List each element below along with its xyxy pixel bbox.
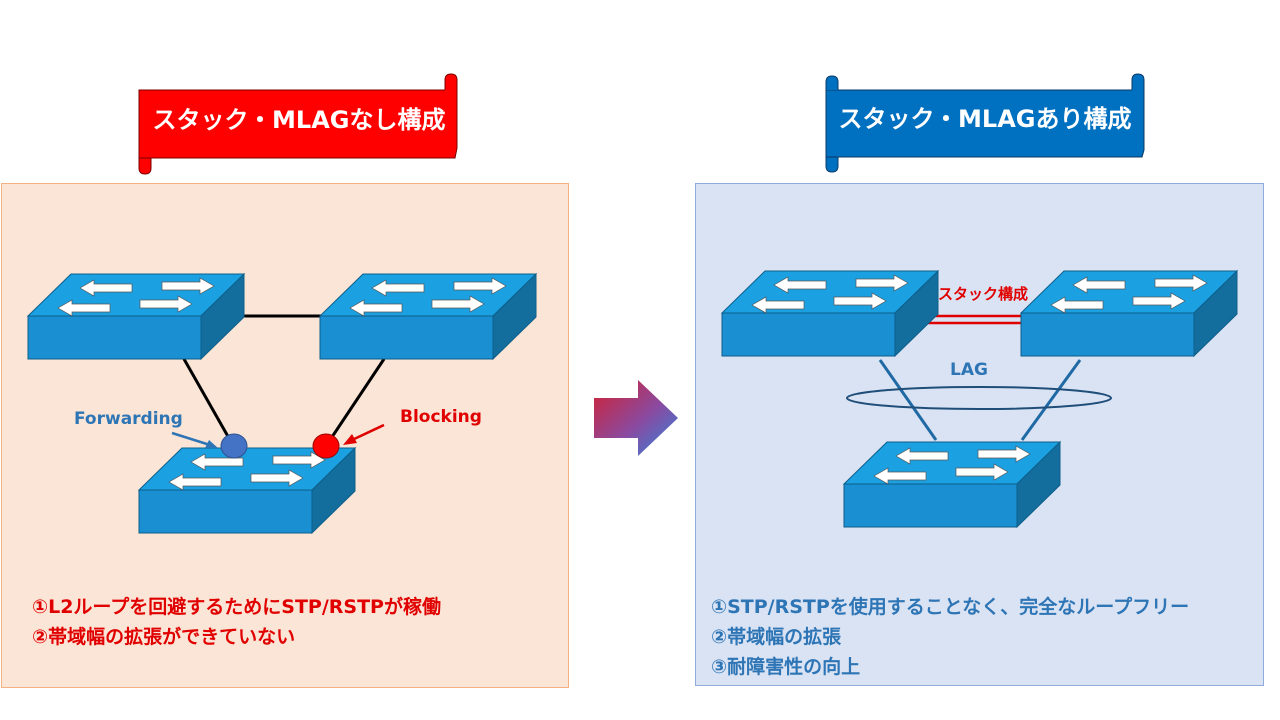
lag-ring-icon bbox=[846, 386, 1112, 410]
right-note-item: ③耐障害性の向上 bbox=[711, 656, 861, 678]
right-title: スタック・MLAGあり構成 bbox=[838, 105, 1132, 133]
left-config-panel bbox=[1, 183, 569, 688]
lag-label: LAG bbox=[950, 360, 988, 380]
right-notes: ①STP/RSTPを使用することなく、完全なループフリー ②帯域幅の拡張 ③耐障… bbox=[711, 592, 1189, 682]
switch-left-top bbox=[27, 273, 245, 360]
left-title-banner bbox=[138, 73, 458, 175]
left-note-item: ①L2ループを回避するためにSTP/RSTPが稼働 bbox=[32, 596, 441, 618]
lag-link-right bbox=[1020, 359, 1082, 441]
right-config-panel bbox=[695, 183, 1264, 686]
stack-label: スタック構成 bbox=[938, 285, 1029, 303]
blocking-label: Blocking bbox=[400, 407, 482, 427]
switch-bottom-left bbox=[138, 447, 356, 534]
right-note-item: ①STP/RSTPを使用することなく、完全なループフリー bbox=[711, 596, 1190, 618]
forwarding-port-icon bbox=[220, 433, 248, 459]
switch-stack-left bbox=[721, 270, 939, 357]
forwarding-pointer-icon bbox=[171, 431, 218, 448]
link-right bbox=[328, 358, 386, 441]
right-title-banner bbox=[825, 73, 1145, 173]
switch-stack-right bbox=[1020, 270, 1238, 357]
left-note-item: ②帯域幅の拡張ができていない bbox=[32, 626, 296, 648]
switch-right-top bbox=[319, 273, 537, 360]
right-note-item: ②帯域幅の拡張 bbox=[711, 626, 842, 648]
left-title: スタック・MLAGなし構成 bbox=[152, 106, 446, 134]
link-left bbox=[182, 358, 232, 441]
blocking-port-icon bbox=[312, 433, 340, 459]
transition-arrow-icon bbox=[594, 380, 678, 456]
forwarding-label: Forwarding bbox=[74, 409, 183, 429]
switch-bottom-right bbox=[843, 441, 1061, 528]
left-notes: ①L2ループを回避するためにSTP/RSTPが稼働 ②帯域幅の拡張ができていない bbox=[32, 592, 441, 652]
lag-link-left bbox=[878, 359, 938, 441]
blocking-pointer-icon bbox=[343, 423, 385, 445]
